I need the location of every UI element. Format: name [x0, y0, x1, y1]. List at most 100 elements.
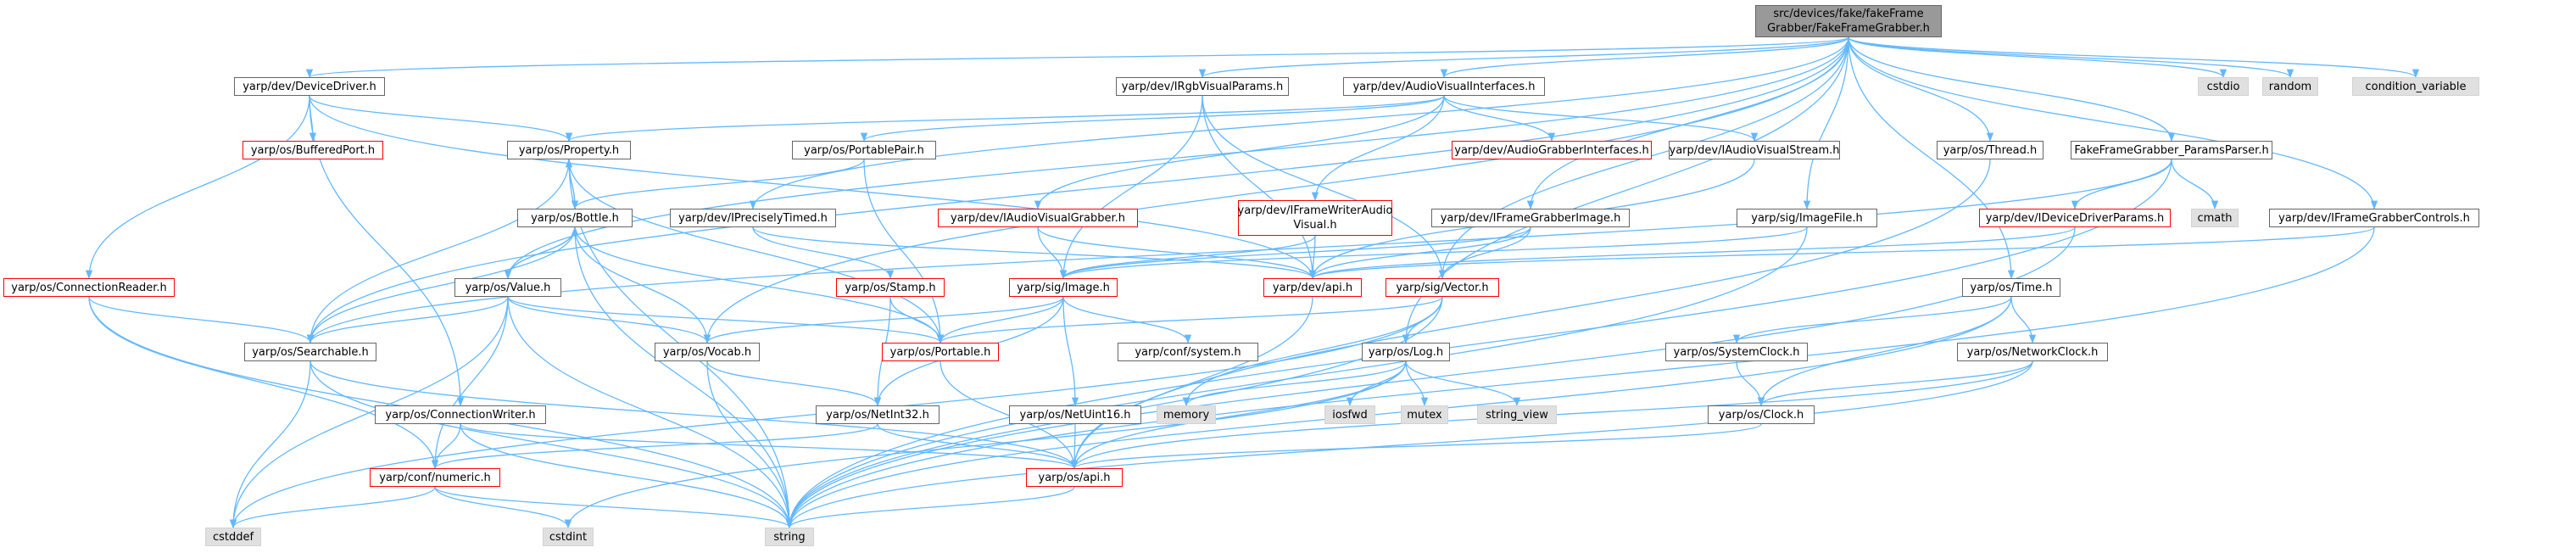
- edge-device_driver-to-dev_api: [309, 95, 1317, 280]
- node-buffered-port[interactable]: yarp/os/BufferedPort.h: [243, 141, 383, 159]
- edge-value-to-cstddef: [229, 296, 509, 529]
- edge-root-to-random: [1848, 36, 2294, 79]
- node-cmath[interactable]: cmath: [2191, 209, 2239, 227]
- edge-audio_visual_interfaces-to-property: [566, 95, 1445, 142]
- node-dev-api[interactable]: yarp/dev/api.h: [1263, 278, 1362, 297]
- node-idevice-driver-params[interactable]: yarp/dev/IDeviceDriverParams.h: [1979, 209, 2171, 227]
- edge-iframe_writer_audio_visual-to-image: [1059, 235, 1316, 280]
- edge-network_clock-to-clock: [1757, 360, 2033, 407]
- edge-portable-to-os_api: [940, 360, 1079, 470]
- node-os-api[interactable]: yarp/os/api.h: [1026, 468, 1123, 487]
- edge-params_parser-to-cmath: [2171, 159, 2219, 210]
- edge-root-to-device_driver: [306, 36, 1849, 79]
- edge-system_clock-to-clock: [1736, 360, 1765, 407]
- node-cstdio[interactable]: cstdio: [2198, 77, 2249, 96]
- node-cstdint[interactable]: cstdint: [543, 528, 594, 546]
- edge-iframe_grabber_image-to-image: [1060, 226, 1531, 280]
- edge-portable_pair-to-portable: [863, 159, 945, 344]
- edge-audio_visual_interfaces-to-audio_grabber_interfaces: [1443, 95, 1556, 142]
- node-device-driver[interactable]: yarp/dev/DeviceDriver.h: [234, 77, 385, 96]
- edge-connection_writer-to-numeric: [431, 423, 461, 470]
- edge-bottle-to-property: [565, 158, 576, 209]
- node-string[interactable]: string: [765, 528, 814, 546]
- edge-value-to-portable: [507, 296, 944, 344]
- edge-connection_writer-to-string: [460, 423, 794, 529]
- edge-value-to-searchable: [306, 296, 509, 344]
- node-conf-system[interactable]: yarp/conf/system.h: [1118, 343, 1258, 361]
- edge-bottle-to-portable: [574, 226, 945, 344]
- edge-stamp-to-portable: [889, 296, 945, 344]
- node-string-view[interactable]: string_view: [1477, 405, 1557, 424]
- node-cstddef[interactable]: cstddef: [205, 528, 261, 546]
- edge-root-to-thread: [1848, 36, 1994, 142]
- node-image-file[interactable]: yarp/sig/ImageFile.h: [1737, 209, 1877, 227]
- edge-clock-to-os_api: [1071, 423, 1762, 470]
- node-iaudio-visual-grabber[interactable]: yarp/dev/IAudioVisualGrabber.h: [938, 209, 1138, 227]
- edge-root-to-time: [1848, 36, 2016, 280]
- edge-iprecisely_timed-to-dev_api: [752, 226, 1316, 280]
- node-searchable[interactable]: yarp/os/Searchable.h: [244, 343, 376, 361]
- node-memory[interactable]: memory: [1157, 405, 1216, 424]
- node-clock[interactable]: yarp/os/Clock.h: [1708, 405, 1815, 424]
- edge-portable_pair-to-bottle: [571, 159, 865, 210]
- node-params-parser[interactable]: FakeFrameGrabber_ParamsParser.h: [2071, 141, 2272, 159]
- edge-idevice_driver_params-to-dev_api: [1309, 226, 2076, 280]
- edge-params_parser-to-searchable: [307, 159, 2172, 344]
- edge-vector-to-portable: [937, 296, 1443, 344]
- node-condition-variable[interactable]: condition_variable: [2352, 77, 2479, 96]
- node-iframe-writer-audio-visual[interactable]: yarp/dev/IFrameWriterAudio Visual.h: [1238, 200, 1392, 236]
- edge-iframe_grabber_controls-to-string: [785, 226, 2375, 529]
- node-connection-reader[interactable]: yarp/os/ConnectionReader.h: [3, 278, 175, 297]
- node-portable[interactable]: yarp/os/Portable.h: [882, 343, 999, 361]
- edge-value-to-vocab: [507, 296, 711, 344]
- node-net-int32[interactable]: yarp/os/NetInt32.h: [816, 405, 940, 424]
- node-thread[interactable]: yarp/os/Thread.h: [1937, 141, 2044, 159]
- edge-audio_visual_interfaces-to-iaudio_visual_stream: [1443, 95, 1759, 142]
- node-property[interactable]: yarp/os/Property.h: [507, 141, 631, 159]
- node-system-clock[interactable]: yarp/os/SystemClock.h: [1665, 343, 1808, 361]
- edge-vocab-to-string: [706, 360, 794, 529]
- edge-root-to-irgb_visual_params: [1199, 36, 1849, 79]
- node-stamp[interactable]: yarp/os/Stamp.h: [836, 278, 945, 297]
- edge-iframe_grabber_controls-to-dev_api: [1309, 226, 2375, 280]
- node-mutex[interactable]: mutex: [1401, 405, 1448, 424]
- edge-image_file-to-string: [785, 226, 1808, 529]
- node-connection-writer[interactable]: yarp/os/ConnectionWriter.h: [375, 405, 546, 424]
- node-portable-pair[interactable]: yarp/os/PortablePair.h: [792, 141, 936, 159]
- node-audio-grabber-interfaces[interactable]: yarp/dev/AudioGrabberInterfaces.h: [1452, 141, 1652, 159]
- node-time[interactable]: yarp/os/Time.h: [1962, 278, 2060, 297]
- node-net-uint16[interactable]: yarp/os/NetUint16.h: [1009, 405, 1141, 424]
- edge-image-to-portable: [936, 296, 1064, 344]
- edge-log-to-string_view: [1405, 360, 1521, 407]
- node-numeric[interactable]: yarp/conf/numeric.h: [370, 468, 500, 487]
- edge-connection_reader-to-searchable: [88, 296, 315, 344]
- node-iaudio-visual-stream[interactable]: yarp/dev/IAudioVisualStream.h: [1669, 141, 1840, 159]
- edge-value-to-bottle: [507, 226, 579, 279]
- edge-image-to-vocab: [703, 296, 1064, 344]
- node-iprecisely-timed[interactable]: yarp/dev/IPreciselyTimed.h: [670, 209, 836, 227]
- node-random[interactable]: random: [2262, 77, 2318, 96]
- edge-iaudio_visual_grabber-to-dev_api: [1037, 226, 1317, 280]
- edge-dev_api-to-os_api: [1070, 296, 1313, 470]
- node-iframe-grabber-image[interactable]: yarp/dev/IFrameGrabberImage.h: [1431, 209, 1630, 227]
- node-bottle[interactable]: yarp/os/Bottle.h: [517, 209, 633, 227]
- edge-log-to-cstdint: [564, 360, 1407, 529]
- edge-params_parser-to-idevice_driver_params: [2071, 159, 2172, 210]
- edge-time-to-system_clock: [1732, 296, 2012, 344]
- edge-device_driver-to-connection_reader: [85, 95, 310, 280]
- node-audio-visual-interfaces[interactable]: yarp/dev/AudioVisualInterfaces.h: [1343, 77, 1545, 96]
- node-irgb-visual-params[interactable]: yarp/dev/IRgbVisualParams.h: [1116, 77, 1289, 96]
- node-root-header[interactable]: src/devices/fake/fakeFrame Grabber/FakeF…: [1755, 5, 1942, 37]
- edge-time-to-string: [785, 296, 2012, 529]
- edge-bottle-to-string: [574, 226, 794, 529]
- node-vocab[interactable]: yarp/os/Vocab.h: [655, 343, 760, 361]
- node-value[interactable]: yarp/os/Value.h: [454, 278, 561, 297]
- node-vector[interactable]: yarp/sig/Vector.h: [1386, 278, 1499, 297]
- node-image[interactable]: yarp/sig/Image.h: [1009, 278, 1118, 297]
- node-iframe-grabber-controls[interactable]: yarp/dev/IFrameGrabberControls.h: [2269, 209, 2479, 227]
- node-network-clock[interactable]: yarp/os/NetworkClock.h: [1957, 343, 2108, 361]
- node-iosfwd[interactable]: iosfwd: [1324, 405, 1375, 424]
- node-log[interactable]: yarp/os/Log.h: [1362, 343, 1450, 361]
- edge-audio_visual_interfaces-to-iaudio_visual_grabber: [1034, 95, 1445, 210]
- edge-vocab-to-net_int32: [706, 360, 882, 407]
